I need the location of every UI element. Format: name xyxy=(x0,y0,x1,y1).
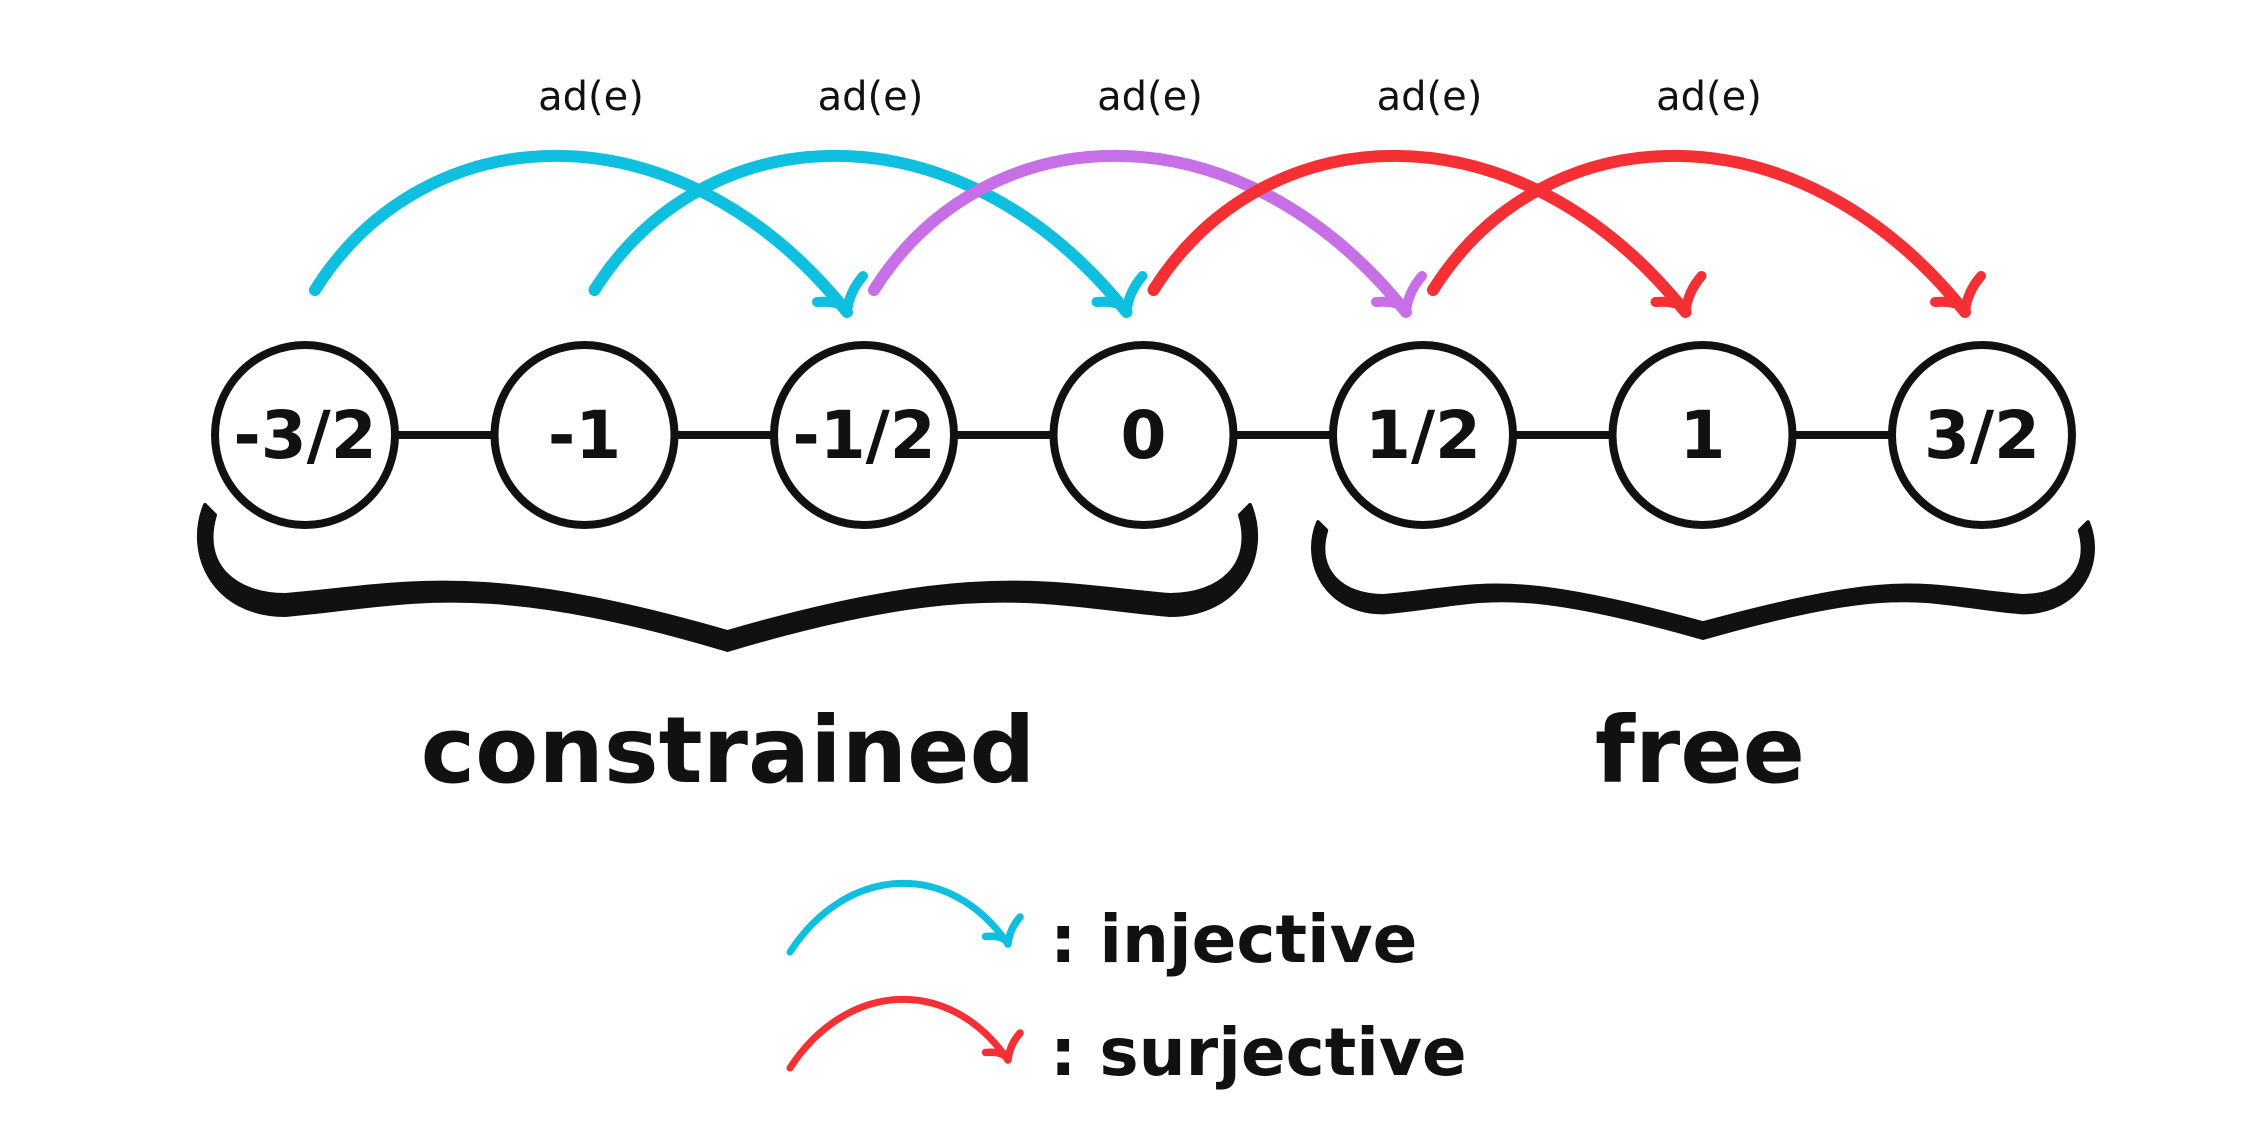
ad-e-arrows xyxy=(309,149,1986,318)
surjective-arrow-arc xyxy=(1147,149,1692,318)
arrow-label: ad(e) xyxy=(538,74,644,120)
node-circle xyxy=(490,341,679,529)
node: -3/2 xyxy=(211,341,399,529)
node-label: 0 xyxy=(1121,397,1167,474)
legend-label-injective: : injective xyxy=(1050,901,1417,978)
node-label: 1 xyxy=(1680,397,1726,474)
nodes: -3/2 -1 -1/2 0 1/2 1 3/2 xyxy=(211,341,2076,529)
node: 3/2 xyxy=(1888,341,2076,529)
node-label: 3/2 xyxy=(1924,397,2040,474)
node-circle xyxy=(211,341,399,529)
group-braces xyxy=(196,503,2095,652)
legend-arrow-head xyxy=(981,913,1024,948)
legend-surjective-arrow xyxy=(786,996,1024,1072)
surjective-arrow-head xyxy=(1650,271,1707,317)
legend-label-surjective: : surjective xyxy=(1050,1014,1467,1091)
legend-arrow-arc xyxy=(786,996,1012,1072)
injective-arrow-head xyxy=(812,271,868,317)
legend-injective-arrow xyxy=(786,880,1024,956)
node: 1/2 xyxy=(1329,341,1517,529)
node: -1 xyxy=(490,341,679,529)
node-label: -3/2 xyxy=(233,397,376,474)
node: 0 xyxy=(1049,341,1238,529)
node-label: -1/2 xyxy=(792,397,935,474)
arrow-label: ad(e) xyxy=(1377,74,1483,120)
arrow-label: ad(e) xyxy=(1656,74,1762,120)
node-label: 1/2 xyxy=(1365,397,1481,474)
node-circle xyxy=(1608,341,1797,529)
brace-free xyxy=(1311,520,2095,640)
injective-arrow-arc xyxy=(588,149,1133,318)
group-label-free: free xyxy=(1595,697,1805,804)
legend-arrow-head xyxy=(981,1029,1024,1064)
surjective-arrow-arc xyxy=(1427,149,1971,318)
bijective-arrow-arc xyxy=(868,149,1412,318)
legend-arrow-arc xyxy=(786,880,1012,956)
arrow-label: ad(e) xyxy=(1097,74,1203,120)
brace-constrained xyxy=(196,503,1259,652)
injective-arrow-head xyxy=(1091,271,1148,317)
injective-arrow-arc xyxy=(309,149,853,318)
group-label-constrained: constrained xyxy=(421,697,1036,804)
group-labels: constrained free xyxy=(421,697,1805,804)
node: 1 xyxy=(1608,341,1797,529)
arrow-label: ad(e) xyxy=(818,74,924,120)
node-circle xyxy=(1049,341,1238,529)
node-circle xyxy=(1329,341,1517,529)
arrow-labels: ad(e) ad(e) ad(e) ad(e) ad(e) xyxy=(538,74,1762,120)
legend: : injective : surjective xyxy=(786,880,1467,1091)
node-circle xyxy=(770,341,958,529)
node: -1/2 xyxy=(770,341,958,529)
node-circle xyxy=(1888,341,2076,529)
surjective-arrow-head xyxy=(1930,271,1986,317)
bijective-arrow-head xyxy=(1371,271,1427,317)
node-label: -1 xyxy=(548,397,621,474)
